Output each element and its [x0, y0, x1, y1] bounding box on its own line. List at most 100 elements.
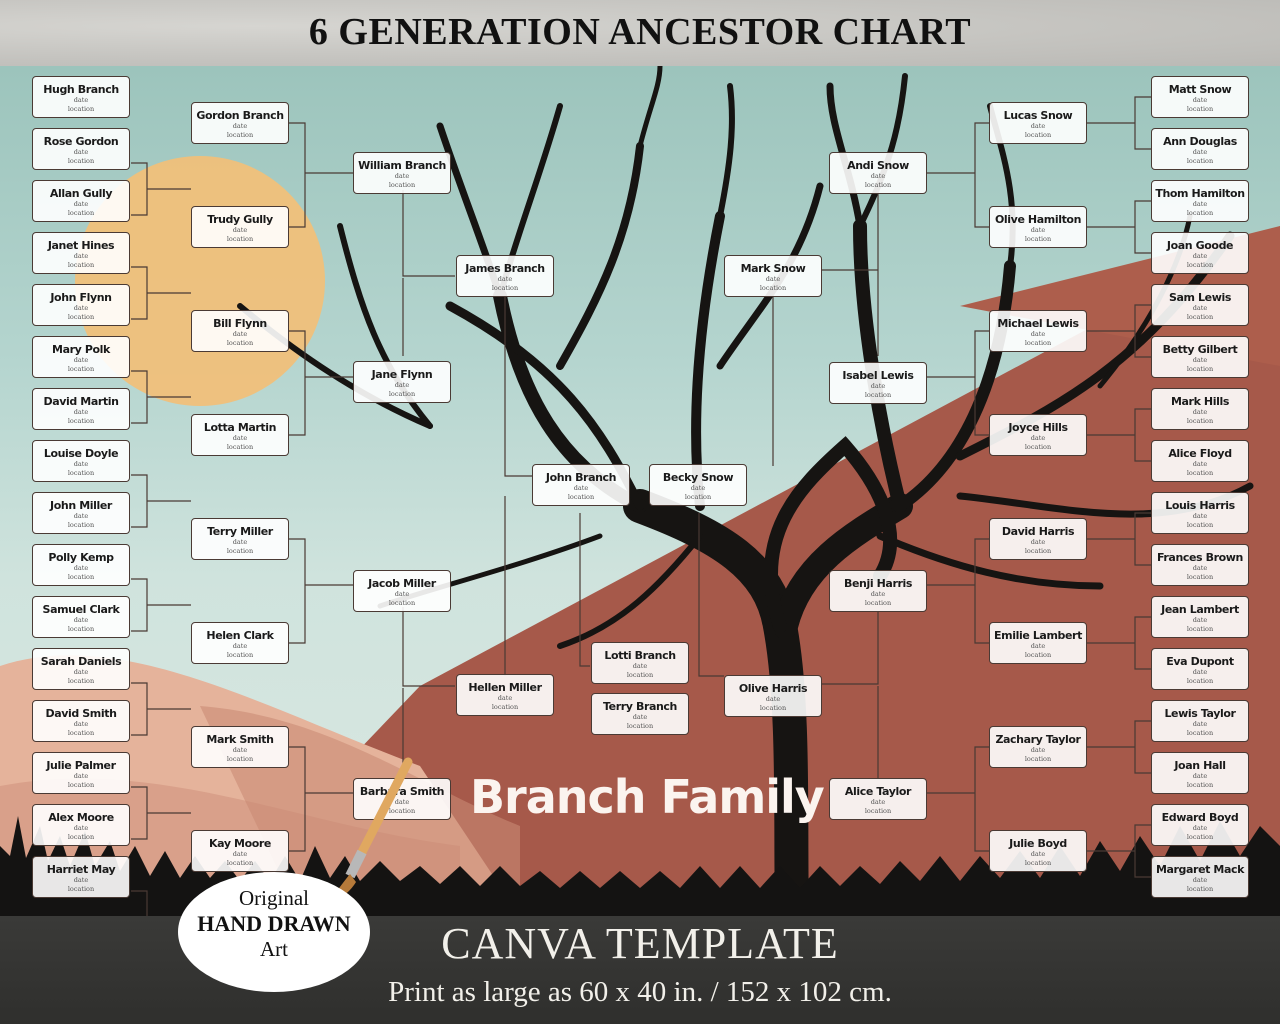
person-location: location: [759, 704, 787, 712]
person-name: John Branch: [545, 471, 617, 484]
person-name: Helen Clark: [206, 629, 274, 642]
person-name: Alice Floyd: [1168, 447, 1232, 460]
person-location: location: [1186, 209, 1214, 217]
person-location: location: [864, 807, 892, 815]
person-name: Louise Doyle: [43, 447, 119, 460]
person-location: location: [864, 599, 892, 607]
person-location: location: [1186, 885, 1214, 893]
person-date: date: [394, 172, 410, 180]
person-date: date: [232, 330, 248, 338]
person-name: Alex Moore: [48, 811, 114, 824]
person-location: location: [1024, 235, 1052, 243]
footer-subline: Print as large as 60 x 40 in. / 152 x 10…: [388, 976, 892, 1008]
person-date: date: [765, 695, 781, 703]
person-date: date: [232, 122, 248, 130]
person-date: date: [73, 460, 89, 468]
person-date: date: [73, 720, 89, 728]
person-location: location: [1024, 651, 1052, 659]
person-name: Jean Lambert: [1161, 603, 1239, 616]
person-date: date: [1030, 642, 1046, 650]
person-date: date: [1030, 538, 1046, 546]
person-location: location: [864, 181, 892, 189]
person-date: date: [1192, 772, 1208, 780]
person-location: location: [1024, 131, 1052, 139]
person-name: Bill Flynn: [213, 317, 267, 330]
person-location: location: [67, 521, 95, 529]
person-date: date: [1192, 512, 1208, 520]
person-location: location: [67, 209, 95, 217]
footer-headline: CANVA TEMPLATE: [441, 919, 839, 968]
person-name: Mark Hills: [1170, 395, 1229, 408]
person-date: date: [73, 564, 89, 572]
person-name: Betty Gilbert: [1162, 343, 1238, 356]
page-title: 6 GENERATION ANCESTOR CHART: [308, 11, 972, 53]
person-date: date: [232, 434, 248, 442]
hand-drawn-badge: Original HAND DRAWN Art: [178, 872, 370, 992]
